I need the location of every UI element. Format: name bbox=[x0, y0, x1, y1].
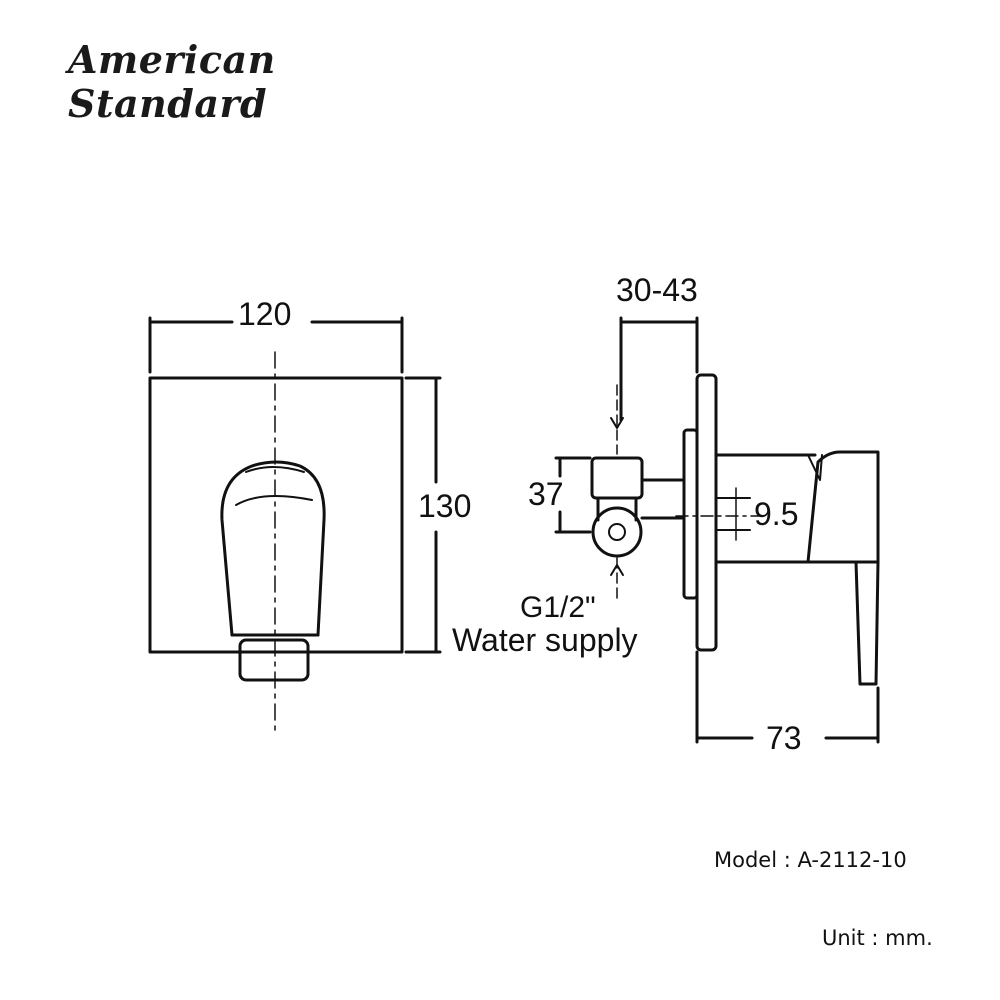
height-dimension-label: 130 bbox=[418, 488, 472, 524]
supply-inlet-core bbox=[608, 523, 626, 541]
thread-size-label: G1/2" bbox=[520, 591, 596, 624]
front-view bbox=[148, 316, 442, 733]
side-view bbox=[554, 316, 880, 744]
width-dimension-label: 120 bbox=[238, 296, 292, 332]
handle-side-body bbox=[806, 450, 880, 564]
brand-logo-line1: American bbox=[68, 37, 276, 82]
offset-dimension-label: 37 bbox=[528, 476, 564, 512]
supply-inlet-circle bbox=[591, 506, 643, 558]
mounting-flange bbox=[682, 428, 699, 600]
lever-handle-top-edge bbox=[245, 466, 305, 473]
lever-handle bbox=[220, 460, 326, 637]
unit-label: Unit : mm. bbox=[822, 926, 933, 950]
cover-plate bbox=[148, 376, 404, 654]
depth-range-dimension-label: 30-43 bbox=[616, 272, 698, 308]
supply-arrow-top bbox=[610, 417, 624, 429]
model-label: Model : A-2112-10 bbox=[714, 848, 907, 872]
projection-dimension-label: 73 bbox=[766, 720, 802, 756]
handle-side-detail bbox=[807, 454, 823, 481]
shaft-dimension-label: 9.5 bbox=[754, 496, 799, 532]
brand-logo: American Standard bbox=[68, 38, 276, 126]
wall-plate bbox=[695, 373, 718, 652]
lever-arm bbox=[854, 560, 880, 686]
brand-logo-line2: Standard bbox=[68, 81, 268, 126]
lever-handle-contour bbox=[235, 495, 313, 506]
valve-body-top bbox=[590, 456, 644, 500]
water-supply-label: Water supply bbox=[452, 622, 638, 658]
supply-arrow-bottom bbox=[610, 564, 624, 576]
handle-lower-block bbox=[238, 638, 310, 682]
